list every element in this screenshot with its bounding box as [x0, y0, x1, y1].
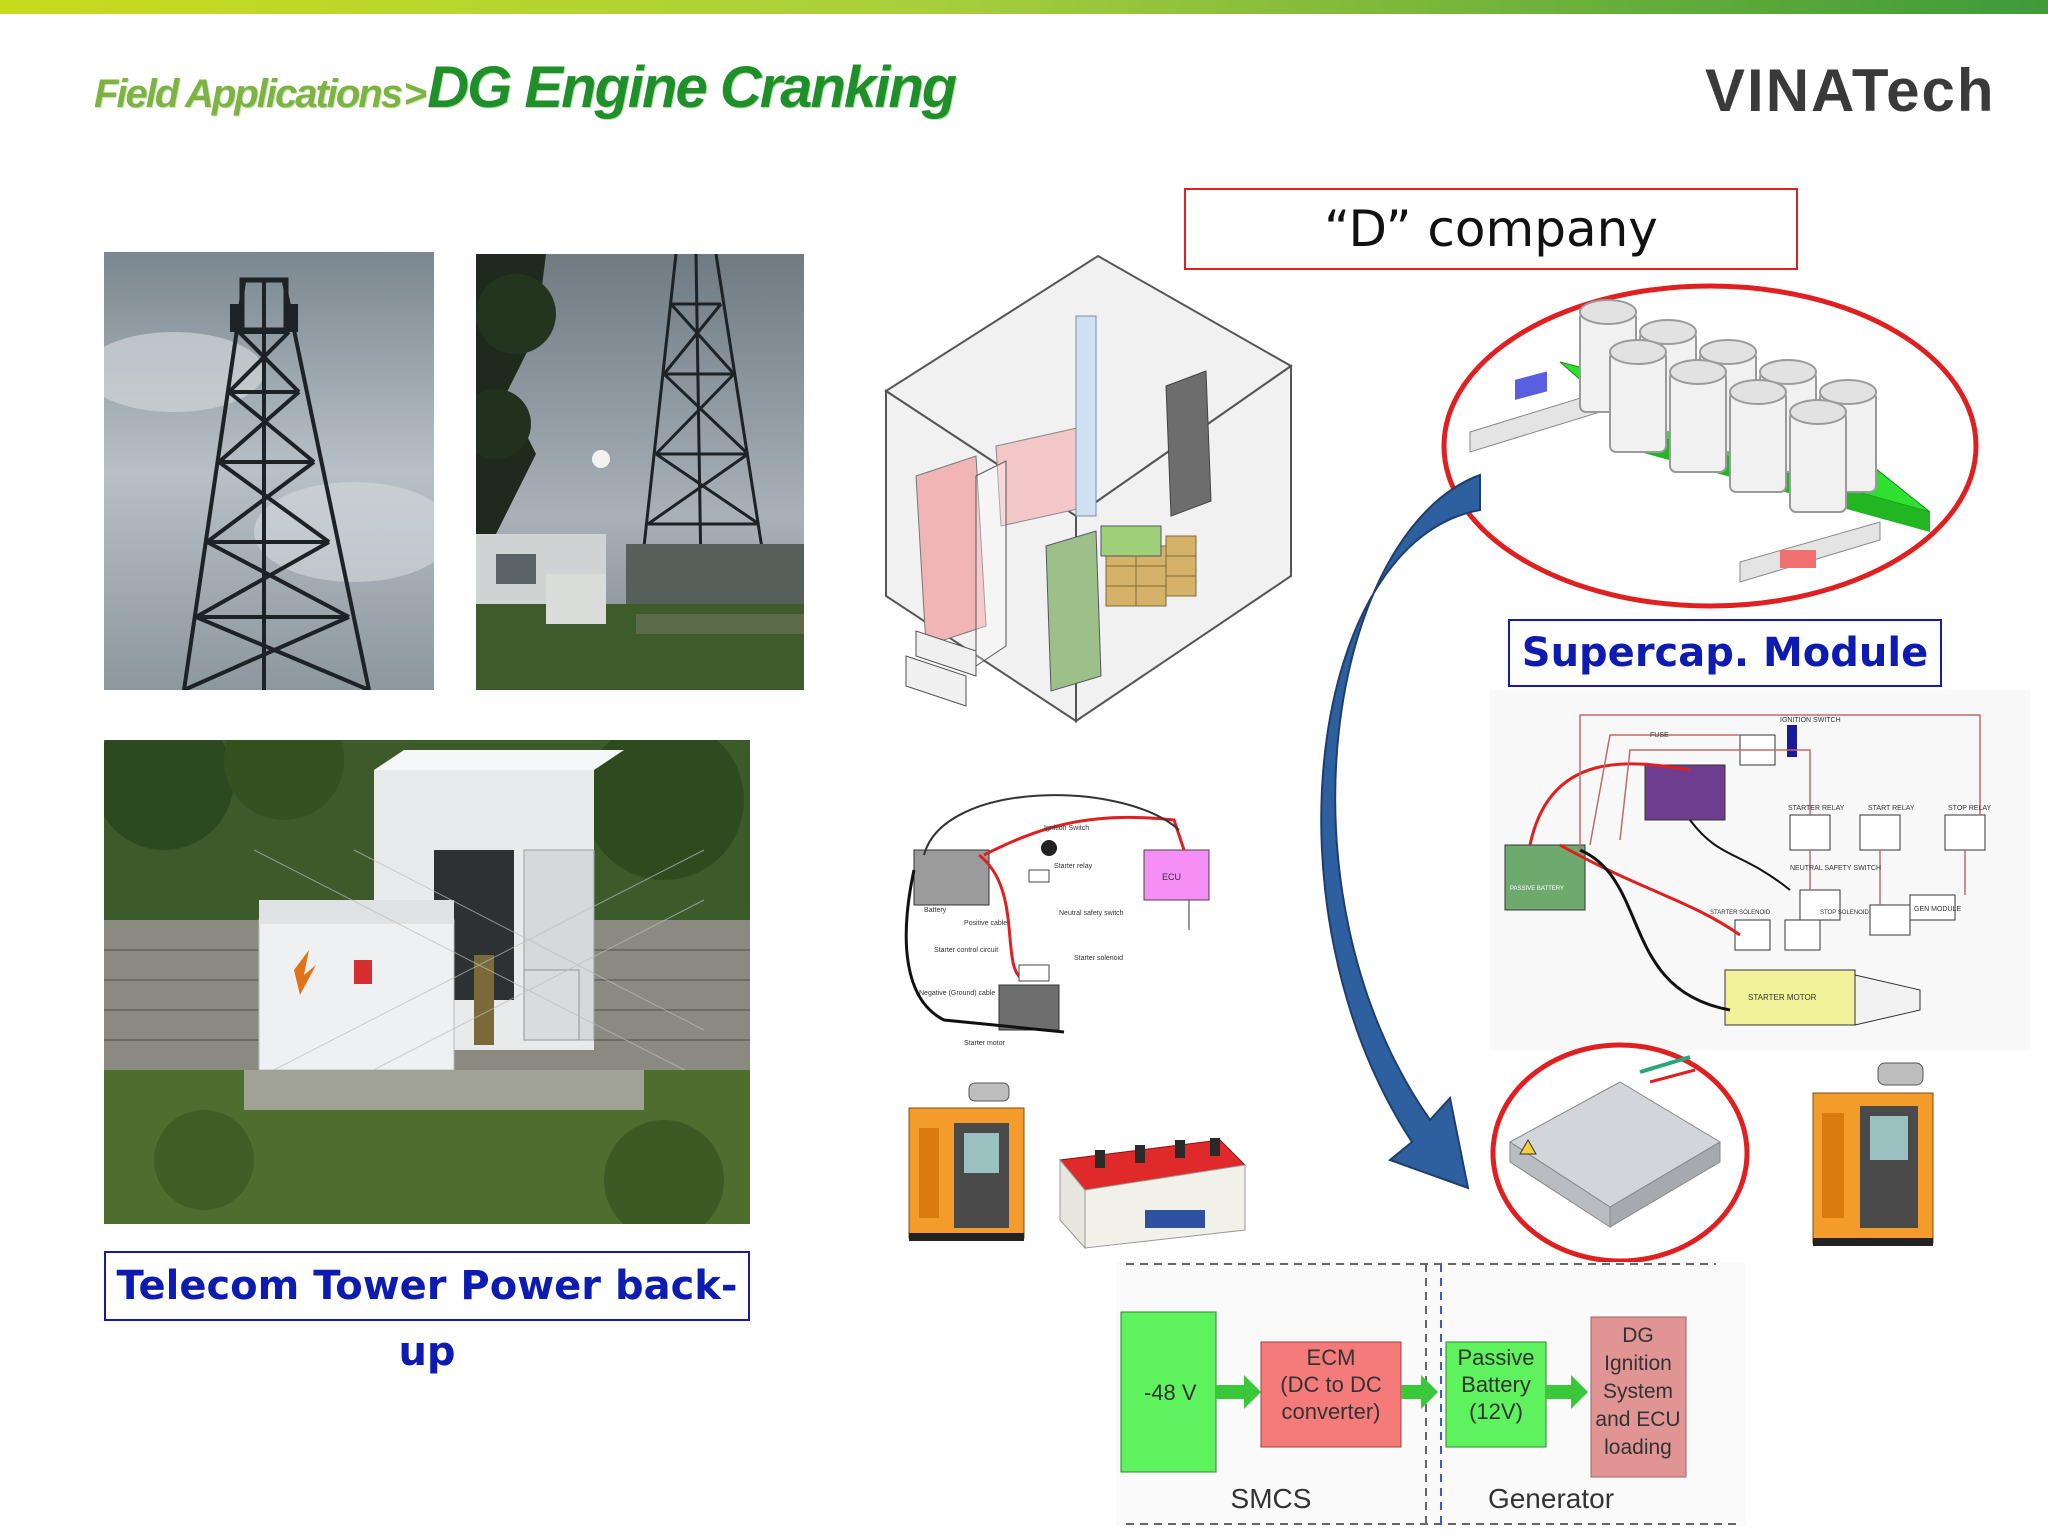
- wiring-left-label-neutral: Neutral safety switch: [1059, 910, 1124, 917]
- wiring-right-label-start-relay: START RELAY: [1868, 805, 1915, 812]
- breadcrumb-parent: Field Applications: [94, 72, 403, 116]
- d-company-label: “D” company: [1184, 188, 1798, 270]
- battery-image: [1050, 1120, 1250, 1250]
- breadcrumb-separator: >: [403, 72, 426, 116]
- supercap-replacement-image: [1490, 1042, 1750, 1264]
- flow-v48: -48 V: [1144, 1380, 1197, 1405]
- wiring-right-label-gen-module: GEN MODULE: [1914, 906, 1961, 913]
- wiring-right-label-passive: PASSIVE BATTERY: [1510, 886, 1564, 892]
- generator-image-left: [904, 1078, 1034, 1243]
- wiring-left-label-relay: Starter relay: [1054, 863, 1093, 870]
- wiring-right-label-fuse: FUSE: [1650, 732, 1669, 739]
- flow-smcs-label: SMCS: [1231, 1483, 1312, 1514]
- wiring-left-label-motor: Starter motor: [964, 1040, 1006, 1047]
- flow-ecm-line2: (DC to DC: [1280, 1372, 1382, 1397]
- supercap-module-image: [1440, 282, 1980, 610]
- wiring-left-label-control: Starter control circuit: [934, 947, 998, 954]
- flow-dg-line5: loading: [1604, 1436, 1672, 1459]
- wiring-right-label-motor: STARTER MOTOR: [1748, 993, 1817, 1002]
- tower-photo-2: [476, 254, 804, 690]
- flow-dg-line4: and ECU: [1595, 1408, 1680, 1431]
- logo-text: VINATech: [1705, 57, 1996, 124]
- wiring-diagram-right: FUSE IGNITION SWITCH STARTER RELAY START…: [1490, 690, 2030, 1050]
- flow-passive-line1: Passive: [1457, 1345, 1534, 1370]
- wiring-left-label-battery: Battery: [924, 907, 947, 914]
- wiring-left-label-positive: Positive cable: [964, 920, 1007, 927]
- tower-photo-1: [104, 252, 434, 690]
- wiring-right-label-stop-relay: STOP RELAY: [1948, 805, 1992, 812]
- wiring-left-label-ecu: ECU: [1162, 872, 1181, 882]
- wiring-left-label-solenoid: Starter solenoid: [1074, 955, 1123, 962]
- top-accent-bar: [0, 0, 2048, 14]
- wiring-right-label-ignition: IGNITION SWITCH: [1780, 717, 1841, 724]
- flow-passive-line2: Battery: [1461, 1372, 1531, 1397]
- wiring-right-label-stop-solenoid: STOP SOLENOID: [1820, 910, 1869, 916]
- wiring-right-label-starter-relay: STARTER RELAY: [1788, 805, 1845, 812]
- wiring-left-label-ignition: Ignition Switch: [1044, 825, 1089, 832]
- flow-generator-label: Generator: [1488, 1483, 1614, 1514]
- wiring-right-label-neutral: NEUTRAL SAFETY SWITCH: [1790, 865, 1881, 872]
- flow-ecm-line1: ECM: [1307, 1345, 1356, 1370]
- flow-diagram: -48 V ECM (DC to DC converter) Passive B…: [1116, 1262, 1746, 1526]
- shelter-photo: [104, 740, 750, 1224]
- wiring-right-label-starter-solenoid: STARTER SOLENOID: [1710, 910, 1771, 916]
- supercap-module-label: Supercap. Module: [1508, 619, 1942, 687]
- company-logo: VINATech: [1705, 56, 1995, 125]
- replacement-arrow: [1290, 470, 1510, 1200]
- flow-dg-line3: System: [1603, 1380, 1673, 1403]
- telecom-caption: Telecom Tower Power back-up: [104, 1251, 750, 1375]
- flow-passive-line3: (12V): [1469, 1399, 1523, 1424]
- breadcrumb: Field Applications > DG Engine Cranking: [94, 54, 957, 121]
- flow-dg-line2: Ignition: [1604, 1352, 1672, 1375]
- shelter-isometric-drawing: [866, 246, 1296, 756]
- page-title: DG Engine Cranking: [427, 55, 957, 120]
- generator-image-right: [1808, 1058, 1943, 1248]
- wiring-diagram-left: Battery Ignition Switch Starter relay Po…: [904, 770, 1214, 1050]
- flow-ecm-line3: converter): [1281, 1399, 1380, 1424]
- flow-dg-line1: DG: [1622, 1324, 1654, 1347]
- wiring-left-label-ground: Negative (Ground) cable: [919, 990, 995, 997]
